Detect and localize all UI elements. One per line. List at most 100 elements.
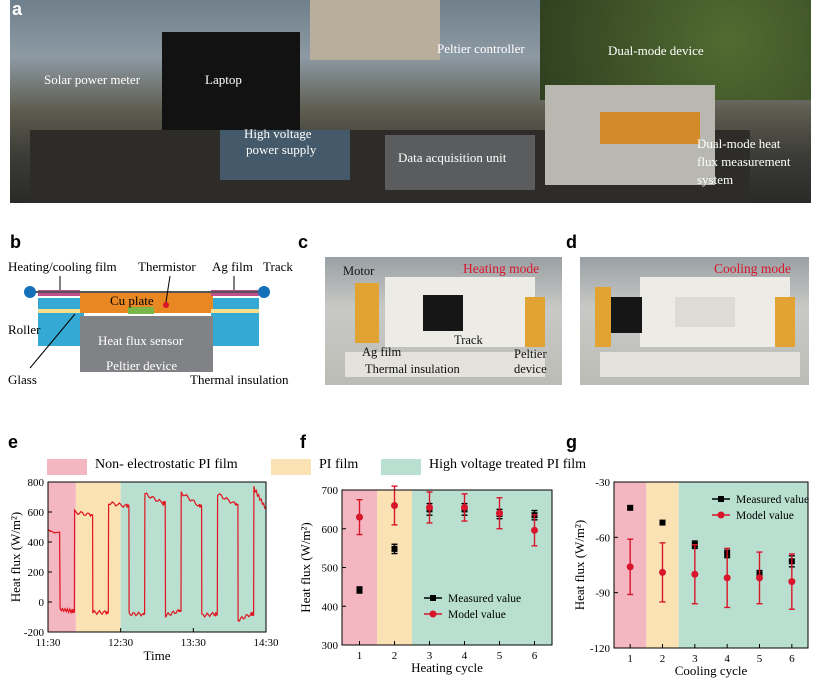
y-tick-label: 800 — [28, 478, 45, 489]
label-roller: Roller — [8, 322, 41, 337]
orange-film — [600, 112, 700, 144]
x-tick-label: 2 — [660, 653, 666, 665]
legend-label-model: Model value — [448, 609, 506, 621]
sensor — [128, 307, 154, 314]
roller-right — [258, 286, 270, 298]
plot-frame — [47, 481, 267, 633]
region-0 — [48, 482, 76, 632]
legend-label-measured: Measured value — [736, 494, 809, 506]
panel-label-b: b — [10, 232, 21, 252]
y-tick-label: 400 — [28, 537, 45, 549]
region-1 — [75, 482, 121, 632]
y-tick-label: 500 — [322, 563, 339, 575]
label-track: Track — [263, 259, 293, 274]
right-insulation — [211, 298, 259, 346]
y-tick-label: 600 — [28, 507, 45, 519]
x-tick-label: 14:30 — [253, 637, 279, 649]
y-tick-label: -90 — [595, 588, 610, 600]
data-point-measured — [627, 504, 634, 511]
data-point-model — [426, 503, 433, 511]
series-line — [47, 486, 267, 622]
y-tick-label: 200 — [28, 567, 45, 579]
trees-right — [540, 0, 811, 100]
left-insulation — [38, 298, 84, 346]
label-c-insulation: Thermal insulation — [365, 362, 460, 376]
data-point-model — [756, 574, 763, 582]
y-tick-label: 600 — [322, 524, 339, 536]
plot-frame — [613, 481, 809, 649]
data-point-model — [788, 578, 796, 586]
label-laptop: Laptop — [205, 72, 242, 87]
x-axis-label: Cooling cycle — [675, 663, 748, 678]
glass-layer-r — [211, 309, 259, 313]
black-film — [423, 295, 463, 331]
power-supply — [220, 130, 350, 180]
y-tick-label: 300 — [322, 640, 339, 652]
legend-label-2: PI film — [319, 457, 359, 472]
panel-label-g: g — [566, 432, 577, 452]
label-film: Heating/cooling film — [8, 259, 117, 274]
label-hv1: High voltage — [244, 126, 312, 141]
label-hfs: Heat flux sensor — [98, 333, 184, 348]
panel-label-c: c — [298, 232, 309, 252]
y-tick-label: 400 — [322, 601, 339, 613]
peltier-block — [80, 316, 213, 372]
legend-swatch-2 — [271, 459, 311, 475]
x-axis-label: Time — [144, 648, 171, 663]
glass-layer — [38, 309, 80, 313]
label-c-track: Track — [454, 333, 483, 347]
x-tick-label: 4 — [724, 653, 730, 665]
label-motor: Motor — [343, 264, 375, 278]
label-dm3: system — [697, 172, 734, 187]
data-point-model — [531, 526, 538, 534]
legend: Non- electrostatic PI film PI film High … — [47, 456, 807, 478]
schematic-b — [24, 275, 270, 372]
label-cooling-mode: Cooling mode — [714, 261, 791, 276]
y-axis-label: Heat flux (W/m²) — [8, 512, 23, 603]
label-hv2: power supply — [246, 142, 317, 157]
x-tick-label: 3 — [427, 650, 433, 662]
label-ag: Ag film — [212, 259, 253, 274]
x-tick-label: 5 — [497, 650, 503, 662]
panel-label-d: d — [566, 232, 577, 252]
photo-d — [580, 257, 809, 385]
x-tick-label: 12:30 — [108, 637, 134, 649]
y-tick-label: -60 — [595, 532, 610, 544]
legend-label-3: High voltage treated PI film — [429, 457, 587, 472]
label-c-peltier2: device — [514, 362, 547, 376]
data-point-model — [461, 503, 468, 511]
y-axis-label: Heat flux (W/m²) — [572, 520, 587, 611]
data-point-measured — [391, 545, 398, 552]
legend-swatch-1 — [47, 459, 87, 475]
y-tick-label: -200 — [24, 627, 45, 639]
label-insulation: Thermal insulation — [190, 372, 289, 387]
label-solar-meter: Solar power meter — [44, 72, 141, 87]
legend-marker-measured — [430, 595, 436, 601]
label-peltier: Peltier device — [106, 358, 178, 373]
legend-marker-model — [429, 610, 437, 618]
data-point-model — [723, 574, 731, 582]
y-tick-label: -120 — [590, 643, 611, 655]
x-axis-label: Heating cycle — [411, 660, 483, 675]
label-dual-device: Dual-mode device — [608, 43, 704, 58]
label-thermistor: Thermistor — [138, 259, 196, 274]
x-tick-label: 13:30 — [181, 637, 207, 649]
label-daq: Data acquisition unit — [398, 150, 507, 165]
region-2 — [412, 490, 552, 645]
roller-left — [24, 286, 36, 298]
legend-swatch-3 — [381, 459, 421, 475]
legend-marker-measured — [718, 496, 724, 502]
data-point-model — [391, 502, 398, 509]
panel-label-e: e — [8, 432, 19, 452]
label-c-peltier1: Peltier — [514, 347, 547, 361]
x-tick-label: 3 — [692, 653, 698, 665]
data-point-model — [626, 563, 634, 571]
x-tick-label: 11:30 — [36, 637, 61, 649]
y-tick-label: 700 — [322, 485, 339, 497]
label-peltier-controller: Peltier controller — [437, 41, 525, 56]
label-cu: Cu plate — [110, 293, 154, 308]
x-tick-label: 4 — [462, 650, 468, 662]
region-2 — [120, 482, 267, 632]
